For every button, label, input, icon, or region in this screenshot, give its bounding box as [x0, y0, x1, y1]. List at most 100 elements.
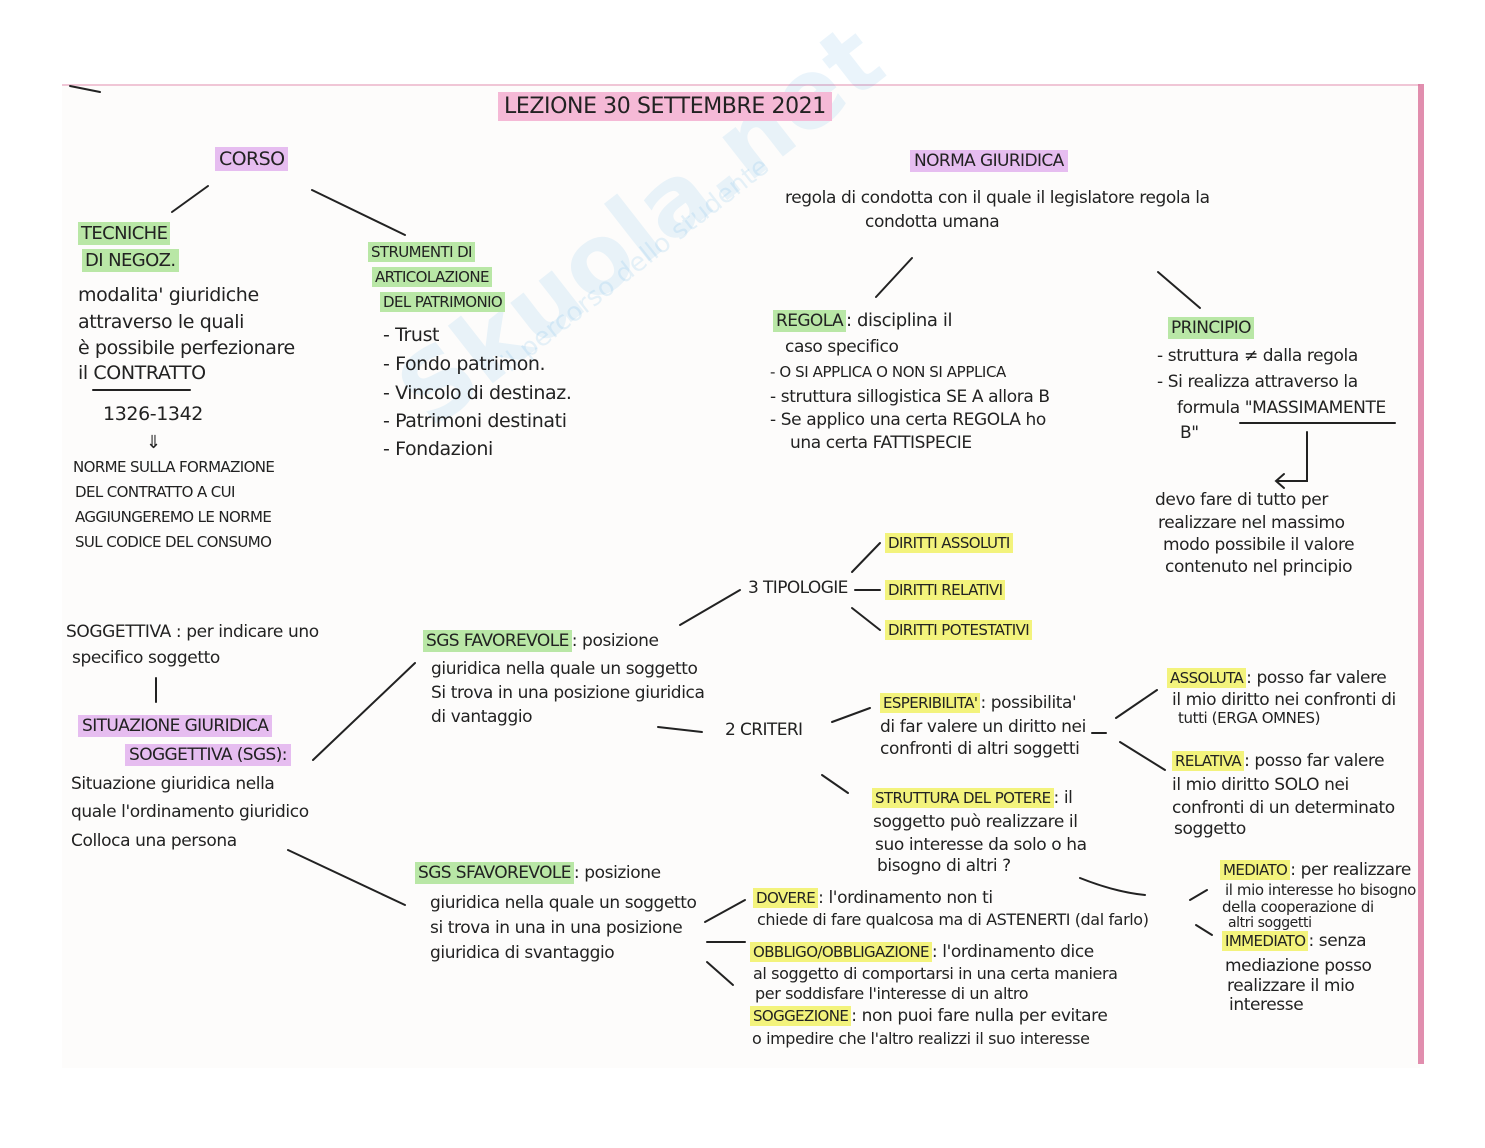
sgs-sfavorevole-label: SGS SFAVOREVOLE — [415, 862, 574, 884]
tecniche-heading-2: DI NEGOZ. — [82, 249, 179, 272]
norma-heading-text: NORMA GIURIDICA — [910, 150, 1068, 172]
strumenti-heading-text: DEL PATRIMONIO — [380, 292, 506, 312]
sgs-sfavorevole-heading: SGS SFAVOREVOLE: posizione — [415, 862, 661, 884]
soggezione-lead: : non puoi fare nulla per evitare — [851, 1006, 1108, 1026]
strumenti-heading-text: STRUMENTI DI — [368, 242, 475, 262]
esperibilita-label: ESPERIBILITA' — [880, 693, 981, 713]
sgs-favorevole-lead: : posizione — [571, 631, 659, 651]
tecniche-heading-text: DI NEGOZ. — [82, 249, 179, 272]
relativa-body: soggetto — [1174, 819, 1246, 839]
tecniche-heading-1: TECNICHE — [78, 222, 171, 245]
esperibilita-heading: ESPERIBILITA': possibilita' — [880, 693, 1077, 713]
strumenti-heading-3: DEL PATRIMONIO — [380, 292, 506, 312]
struttura-body: soggetto può realizzare il — [873, 812, 1078, 832]
sgs-sfavorevole-body: giuridica nella quale un soggetto — [430, 893, 697, 913]
principio-note: realizzare nel massimo — [1158, 513, 1345, 533]
struttura-heading: STRUTTURA DEL POTERE: il — [872, 788, 1073, 808]
tecniche-note: NORME SULLA FORMAZIONE — [73, 458, 275, 476]
soggettiva-line: SOGGETTIVA : per indicare uno — [66, 622, 319, 642]
struttura-lead: : il — [1053, 788, 1073, 808]
sgs-favorevole-label: SGS FAVOREVOLE — [423, 630, 572, 652]
soggezione-label: SOGGEZIONE — [750, 1006, 852, 1026]
dovere-body: chiede di fare qualcosa ma di ASTENERTI … — [757, 910, 1149, 929]
regola-lead: : disciplina il — [846, 310, 953, 331]
regola-line: - struttura sillogistica SE A allora B — [770, 387, 1050, 407]
sgs-sfavorevole-body: giuridica di svantaggio — [430, 943, 615, 963]
principio-line: - Si realizza attraverso la — [1157, 372, 1358, 392]
sgs-favorevole-body: di vantaggio — [431, 707, 533, 727]
principio-heading: PRINCIPIO — [1168, 317, 1254, 339]
soggezione-body: o impedire che l'altro realizzi il suo i… — [752, 1029, 1090, 1048]
esperibilita-lead: : possibilita' — [980, 693, 1077, 713]
mediato-body: il mio interesse ho bisogno — [1225, 881, 1416, 899]
situazione-heading: SOGGETTIVA (sgs): — [125, 744, 291, 766]
diritti-assoluti-text: DIRITTI ASSOLUTI — [885, 533, 1013, 553]
assoluta-label: ASSOLUTA — [1167, 668, 1247, 688]
soggettiva-line: specifico soggetto — [72, 648, 220, 668]
tecniche-note: SUL CODICE DEL CONSUMO — [75, 533, 272, 551]
immediato-body: interesse — [1229, 995, 1304, 1015]
assoluta-body: tutti (ERGA OMNES) — [1178, 709, 1321, 727]
regola-line: una certa FATTISPECIE — [790, 433, 972, 453]
situazione-heading-text: SOGGETTIVA (sgs): — [125, 744, 291, 766]
norma-heading: NORMA GIURIDICA — [910, 150, 1068, 172]
notebook-page — [62, 84, 1420, 1068]
obbligo-body: al soggetto di comportarsi in una certa … — [753, 964, 1118, 983]
principio-note: devo fare di tutto per — [1155, 490, 1328, 510]
tipologie-label: 3 TIPOLOGIE — [748, 578, 848, 598]
sgs-sfavorevole-lead: : posizione — [573, 863, 661, 883]
diritti-potestativi-text: DIRITTI POTESTATIVI — [885, 620, 1033, 640]
mediato-heading: MEDIATO: per realizzare — [1220, 860, 1411, 880]
relativa-label: RELATIVA — [1172, 751, 1245, 771]
diritti-relativi: DIRITTI RELATIVI — [885, 580, 1006, 600]
strumenti-item: - Vincolo di destinaz. — [383, 382, 572, 404]
strumenti-item: - Fondazioni — [383, 438, 493, 460]
tecniche-heading-text: TECNICHE — [78, 222, 171, 245]
regola-line: - Se applico una certa REGOLA ho — [770, 410, 1046, 430]
situazione-body: Colloca una persona — [71, 831, 237, 851]
assoluta-body: il mio diritto nei confronti di — [1172, 690, 1396, 710]
strumenti-item: - Patrimoni destinati — [383, 410, 567, 432]
struttura-body: bisogno di altri ? — [877, 856, 1011, 876]
diritti-relativi-text: DIRITTI RELATIVI — [885, 580, 1006, 600]
dovere-heading: DOVERE: l'ordinamento non ti — [753, 888, 993, 908]
tecniche-body: attraverso le quali — [78, 311, 245, 333]
obbligo-heading: OBBLIGO/OBBLIGAZIONE: l'ordinamento dice — [750, 942, 1094, 962]
principio-note: modo possibile il valore — [1163, 535, 1355, 555]
relativa-body: il mio diritto SOLO nei — [1172, 775, 1349, 795]
esperibilita-body: confronti di altri soggetti — [880, 739, 1080, 759]
principio-note: contenuto nel principio — [1165, 557, 1353, 577]
situazione-body: quale l'ordinamento giuridico — [71, 802, 309, 822]
soggezione-heading: SOGGEZIONE: non puoi fare nulla per evit… — [750, 1006, 1108, 1026]
diritti-potestativi: DIRITTI POTESTATIVI — [885, 620, 1033, 640]
immediato-body: mediazione posso — [1225, 956, 1372, 976]
mediato-lead: : per realizzare — [1290, 860, 1411, 880]
situazione-body: Situazione giuridica nella — [71, 774, 275, 794]
tecniche-note: DEL CONTRATTO A CUI — [75, 483, 235, 501]
corso-heading: CORSO — [215, 147, 289, 171]
situazione-heading-text: SITUAZIONE GIURIDICA — [78, 715, 273, 737]
strumenti-heading-text: ARTICOLAZIONE — [372, 267, 492, 287]
struttura-label: STRUTTURA DEL POTERE — [872, 788, 1054, 808]
obbligo-lead: : l'ordinamento dice — [931, 942, 1094, 962]
articles-range: 1326-1342 — [103, 403, 203, 425]
criteri-label: 2 CRITERI — [725, 720, 803, 740]
sgs-sfavorevole-body: si trova in una in una posizione — [430, 918, 683, 938]
principio-label: PRINCIPIO — [1168, 317, 1254, 339]
tecniche-body: modalita' giuridiche — [78, 284, 259, 306]
tecniche-body: il CONTRATTO — [78, 362, 206, 384]
relativa-heading: RELATIVA: posso far valere — [1172, 751, 1385, 771]
strumenti-heading-1: STRUMENTI DI — [368, 242, 475, 262]
esperibilita-body: di far valere un diritto nei — [880, 717, 1086, 737]
obbligo-body: per soddisfare l'interesse di un altro — [755, 984, 1029, 1003]
immediato-body: realizzare il mio — [1227, 976, 1355, 996]
assoluta-lead: : posso far valere — [1246, 668, 1387, 688]
norma-definition: condotta umana — [865, 212, 1000, 232]
regola-line: - O SI APPLICA O NON SI APPLICA — [770, 363, 1006, 381]
mediato-body: altri soggetti — [1228, 915, 1312, 931]
regola-label: REGOLA — [773, 310, 846, 332]
page-edge — [1418, 84, 1424, 1064]
immediato-heading: IMMEDIATO: senza — [1222, 931, 1367, 951]
situazione-heading: SITUAZIONE GIURIDICA — [78, 715, 273, 737]
